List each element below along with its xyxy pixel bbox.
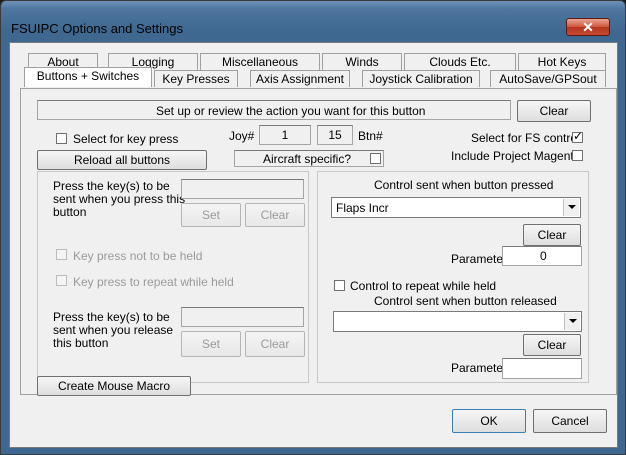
- released-control-title: Control sent when button released: [374, 294, 557, 308]
- parameter-input[interactable]: 0: [502, 246, 582, 266]
- release-text-line1: Press the key(s) to be: [53, 310, 170, 324]
- tab-logging[interactable]: Logging: [108, 53, 198, 70]
- ok-button[interactable]: OK: [452, 409, 526, 433]
- close-button[interactable]: ✕: [566, 18, 610, 36]
- check-icon: ✓: [573, 129, 584, 143]
- tab-buttons-switches[interactable]: Buttons + Switches: [24, 67, 152, 87]
- aircraft-specific-label: Aircraft specific?: [263, 152, 352, 166]
- repeat-held-checkbox[interactable]: [56, 275, 67, 286]
- btn-number-field: 15: [317, 125, 353, 145]
- chevron-down-icon: [564, 313, 580, 330]
- not-held-checkbox[interactable]: [56, 249, 67, 260]
- include-project-magenta-checkbox[interactable]: [572, 150, 583, 161]
- clear-pressed-control-button[interactable]: Clear: [523, 224, 581, 246]
- fs-control-group: [317, 171, 589, 383]
- parameter2-label: Parameter: [451, 361, 508, 375]
- release-text-line3: this button: [53, 336, 109, 350]
- tab-about[interactable]: About: [28, 53, 98, 70]
- joy-label: Joy#: [229, 129, 255, 143]
- set-press-button[interactable]: Set: [181, 203, 241, 227]
- parameter2-input[interactable]: [502, 358, 582, 379]
- tab-clouds[interactable]: Clouds Etc.: [404, 53, 516, 70]
- tab-autosave-gpsout[interactable]: AutoSave/GPSout: [490, 70, 606, 87]
- pressed-control-title: Control sent when button pressed: [374, 178, 554, 192]
- tab-key-presses[interactable]: Key Presses: [154, 70, 238, 87]
- press-text-line3: button: [53, 205, 87, 219]
- chevron-down-icon: [563, 199, 579, 216]
- select-key-press-label: Select for key press: [73, 132, 179, 146]
- clear-press-button[interactable]: Clear: [245, 203, 305, 227]
- set-release-button[interactable]: Set: [181, 331, 241, 357]
- pressed-control-dropdown[interactable]: Flaps Incr: [331, 197, 581, 218]
- reload-all-buttons-button[interactable]: Reload all buttons: [37, 150, 207, 170]
- create-mouse-macro-button[interactable]: Create Mouse Macro: [37, 376, 191, 396]
- tab-joystick-calibration[interactable]: Joystick Calibration: [362, 70, 480, 87]
- release-text-line2: sent when you release: [53, 323, 174, 337]
- select-fs-control-checkbox[interactable]: ✓: [572, 129, 584, 143]
- prompt-text: Set up or review the action you want for…: [156, 104, 426, 118]
- clear-release-button[interactable]: Clear: [245, 331, 305, 357]
- released-control-dropdown[interactable]: [333, 311, 582, 332]
- clear-all-button[interactable]: Clear: [517, 100, 591, 122]
- repeat-while-held-checkbox[interactable]: [334, 280, 345, 291]
- pressed-control-value: Flaps Incr: [336, 201, 389, 215]
- btn-label: Btn#: [358, 129, 383, 143]
- repeat-held-label: Key press to repeat while held: [73, 275, 234, 289]
- aircraft-specific-checkbox[interactable]: [370, 153, 381, 164]
- joy-number-field: 1: [259, 125, 311, 145]
- tab-axis-assignment[interactable]: Axis Assignment: [250, 70, 350, 87]
- release-keys-field[interactable]: [181, 307, 304, 327]
- press-text-line1: Press the key(s) to be: [53, 179, 170, 193]
- select-key-press-checkbox[interactable]: [56, 133, 67, 144]
- prompt-box: Set up or review the action you want for…: [37, 100, 511, 120]
- press-text-line2: sent when you press this: [53, 192, 186, 206]
- select-fs-control-label: Select for FS control: [471, 131, 580, 145]
- tab-hot-keys[interactable]: Hot Keys: [518, 53, 606, 70]
- press-keys-field[interactable]: [181, 179, 304, 199]
- include-project-magenta-label: Include Project Magenta: [451, 149, 581, 163]
- parameter-value: 0: [540, 249, 547, 263]
- cancel-button[interactable]: Cancel: [533, 409, 607, 433]
- repeat-while-held-label: Control to repeat while held: [350, 279, 497, 293]
- not-held-label: Key press not to be held: [73, 249, 203, 263]
- tab-miscellaneous[interactable]: Miscellaneous: [200, 53, 320, 70]
- tab-winds[interactable]: Winds: [322, 53, 402, 70]
- aircraft-specific-box: Aircraft specific?: [234, 150, 384, 167]
- window-title: FSUIPC Options and Settings: [11, 21, 183, 36]
- parameter-label: Parameter: [451, 252, 508, 266]
- close-icon: ✕: [582, 19, 594, 35]
- clear-released-control-button[interactable]: Clear: [523, 334, 581, 356]
